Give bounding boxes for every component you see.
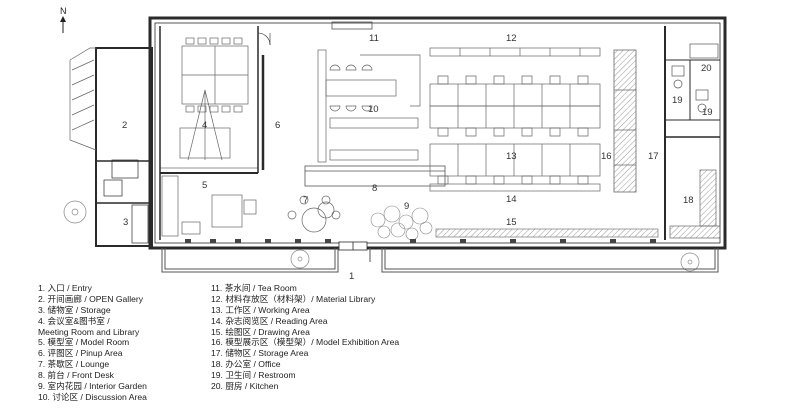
legend-item: 8. 前台 / Front Desk bbox=[38, 370, 114, 381]
interior-walls bbox=[159, 26, 720, 240]
room-label-18: 18 bbox=[683, 195, 694, 206]
tea-room-counter bbox=[331, 21, 373, 30]
office-furniture bbox=[669, 169, 721, 239]
room-label-1: 1 bbox=[349, 271, 354, 282]
left-annex bbox=[95, 47, 153, 247]
legend-item: 9. 室内花园 / Interior Garden bbox=[38, 381, 147, 392]
legend-item: 4. 会议室&图书室 / bbox=[38, 315, 110, 326]
discussion-furniture bbox=[317, 49, 421, 163]
legend-item: 11. 茶水间 / Tea Room bbox=[211, 283, 297, 293]
room-label-5: 5 bbox=[202, 180, 207, 191]
working-desks bbox=[429, 75, 601, 185]
room-label-9: 9 bbox=[404, 201, 409, 212]
legend-column-right: 11. 茶水间 / Tea Room 12. 材料存放区（材料架）/ Mater… bbox=[211, 283, 399, 392]
legend-item: 10. 讨论区 / Discussion Area bbox=[38, 391, 147, 402]
legend-item: 14. 杂志阅览区 / Reading Area bbox=[211, 315, 328, 326]
terraces bbox=[161, 248, 719, 273]
legend-item: Meeting Room and Library bbox=[38, 326, 140, 337]
room-label-11: 11 bbox=[369, 33, 379, 44]
room-label-19a: 19 bbox=[672, 95, 683, 106]
room-label-13: 13 bbox=[506, 151, 517, 162]
legend-item: 2. 开间画廊 / OPEN Gallery bbox=[38, 293, 144, 304]
reading-counter bbox=[429, 183, 601, 192]
room-label-3: 3 bbox=[123, 217, 128, 228]
legend-item: 1. 入口 / Entry bbox=[38, 283, 92, 293]
room-label-2: 2 bbox=[122, 120, 127, 131]
room-label-20: 20 bbox=[701, 63, 712, 74]
room-label-10: 10 bbox=[368, 104, 379, 115]
legend-column-left: 1. 入口 / Entry 2. 开间画廊 / OPEN Gallery 3. … bbox=[38, 283, 147, 403]
kitchen-counter bbox=[689, 43, 719, 59]
drawing-bench bbox=[435, 228, 659, 238]
room-labels: 1 2 3 4 5 6 7 8 9 10 11 12 13 14 15 16 1… bbox=[122, 33, 713, 282]
room-label-4: 4 bbox=[202, 120, 207, 131]
legend-item: 15. 绘图区 / Drawing Area bbox=[211, 326, 310, 337]
legend-item: 5. 模型室 / Model Room bbox=[38, 337, 130, 348]
entry-door bbox=[338, 241, 368, 251]
room-label-14: 14 bbox=[506, 194, 517, 205]
legend-item: 3. 储物室 / Storage bbox=[38, 304, 111, 315]
room-label-7: 7 bbox=[303, 195, 308, 206]
restroom-fixtures bbox=[671, 65, 709, 113]
legend-item: 16. 模型展示区（模型架）/ Model Exhibition Area bbox=[211, 337, 400, 348]
model-shelves bbox=[613, 49, 637, 193]
legend-item: 13. 工作区 / Working Area bbox=[211, 304, 310, 315]
room-label-17: 17 bbox=[648, 151, 659, 162]
legend-item: 12. 材料存放区（材料架）/ Material Library bbox=[211, 293, 376, 304]
room-label-8: 8 bbox=[372, 183, 377, 194]
exterior-trees bbox=[63, 200, 700, 272]
lounge-furniture bbox=[287, 195, 341, 233]
room-label-6: 6 bbox=[275, 120, 280, 131]
model-room-furniture bbox=[161, 175, 257, 237]
legend-item: 17. 储物区 / Storage Area bbox=[211, 348, 309, 359]
material-shelves bbox=[429, 47, 601, 57]
north-arrow: N bbox=[60, 6, 67, 33]
interior-garden bbox=[370, 205, 433, 241]
room-label-16: 16 bbox=[601, 151, 612, 162]
legend-item: 20. 厨房 / Kitchen bbox=[211, 381, 279, 392]
window-markers bbox=[185, 239, 656, 243]
legend-item: 18. 办公室 / Office bbox=[211, 359, 281, 370]
north-label: N bbox=[60, 6, 67, 16]
outer-walls bbox=[148, 16, 727, 250]
roof-outline bbox=[69, 47, 97, 151]
room-label-12: 12 bbox=[506, 33, 517, 44]
meeting-table bbox=[179, 37, 249, 161]
legend-item: 7. 茶歇区 / Lounge bbox=[38, 359, 110, 370]
room-label-19b: 19 bbox=[702, 107, 713, 118]
legend-item: 6. 评图区 / Pinup Area bbox=[38, 348, 123, 359]
room-label-15: 15 bbox=[506, 217, 517, 228]
legend-item: 19. 卫生间 / Restroom bbox=[211, 370, 296, 381]
